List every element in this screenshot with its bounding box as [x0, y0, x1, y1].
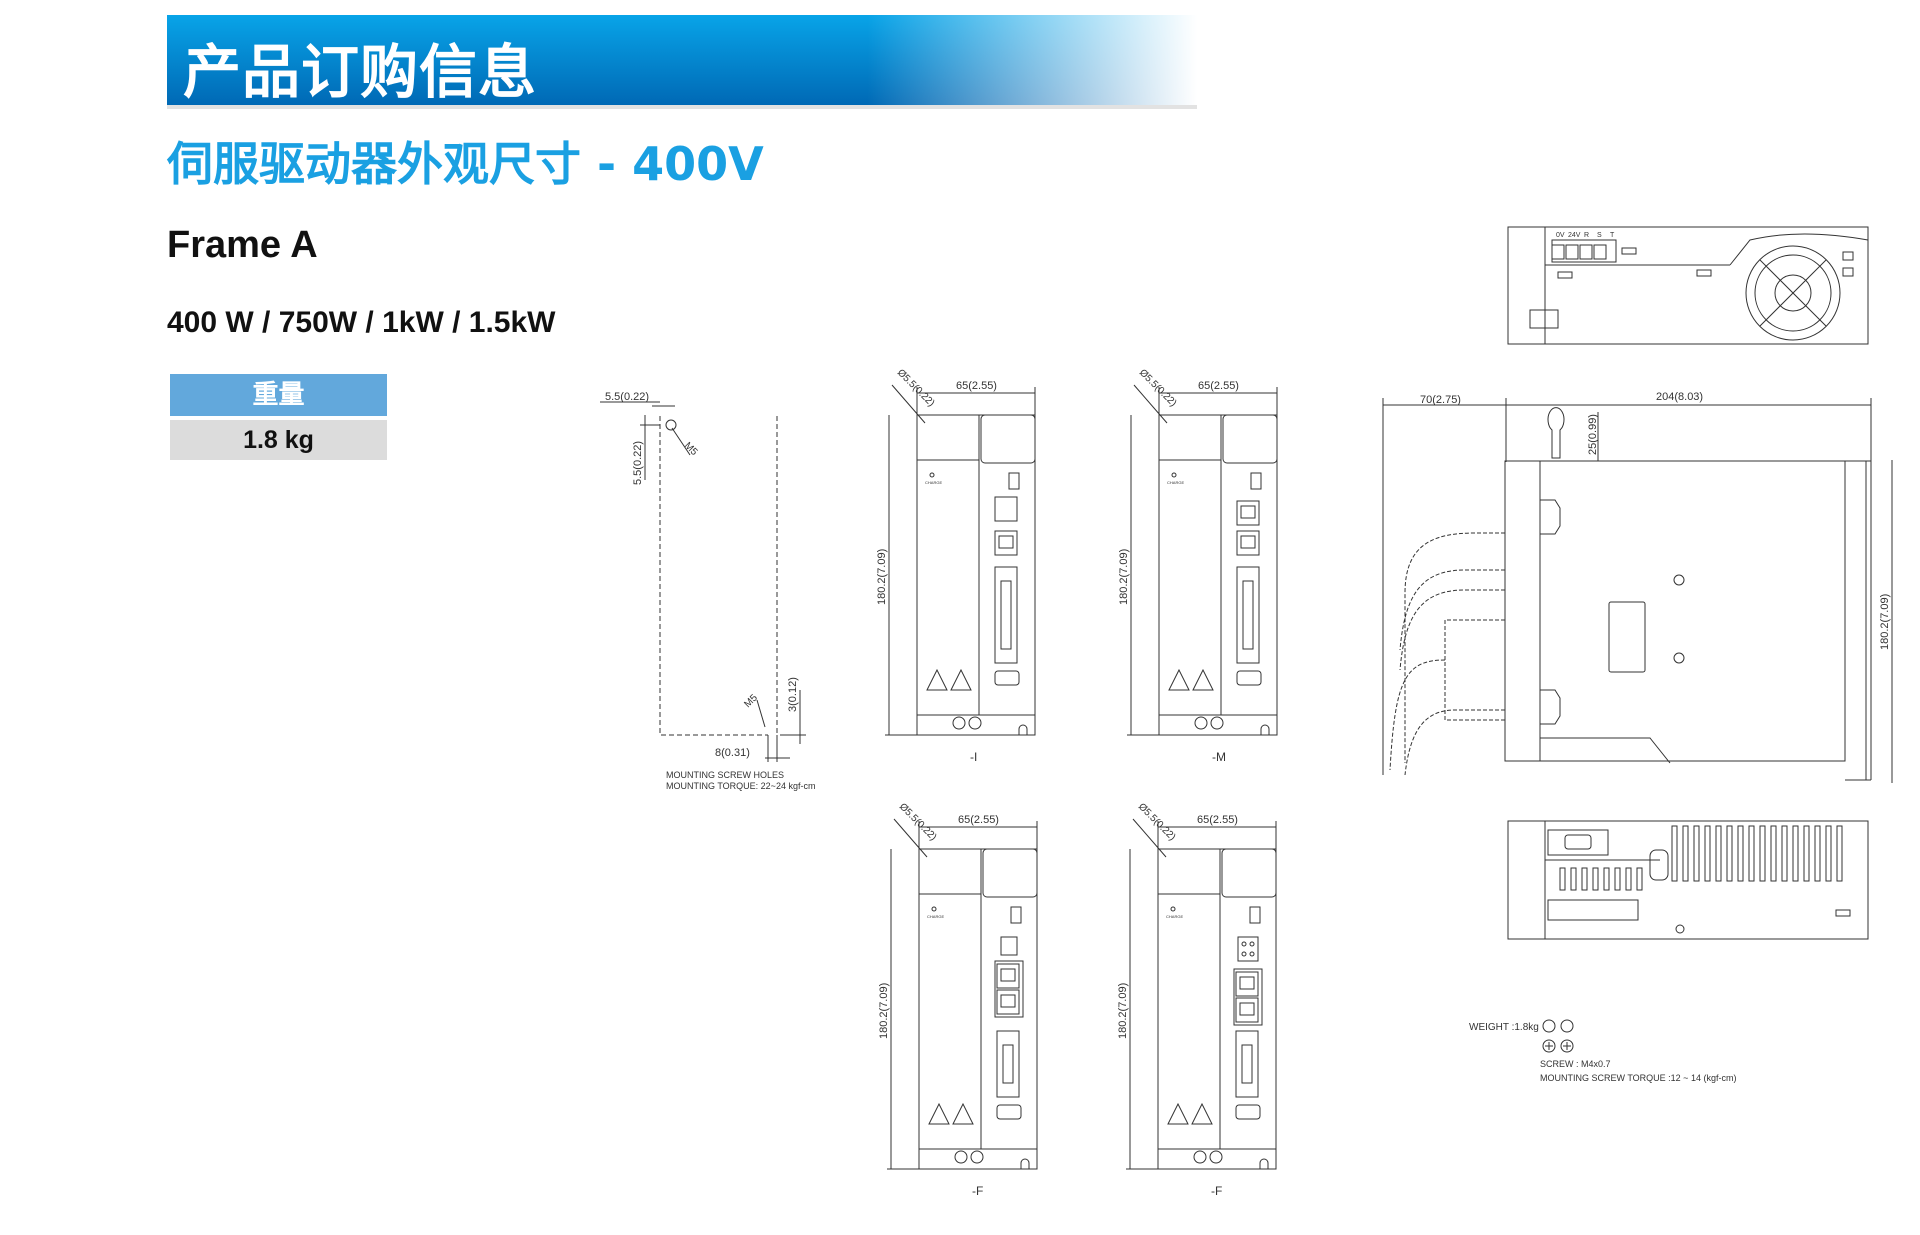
mount-dim-top: 5.5(0.22)	[605, 391, 649, 403]
mount-dim-bottom: 8(0.31)	[715, 747, 750, 759]
weight-table: 重量 1.8 kg	[170, 374, 387, 460]
charge-led-label: CHARGE	[925, 480, 942, 485]
section-subtitle: 伺服驱动器外观尺寸 - 400V	[167, 137, 764, 191]
terminal-label-0v: 0V	[1556, 232, 1565, 239]
mount-dim-left: 5.5(0.22)	[632, 441, 644, 485]
bottom-view	[1507, 820, 1869, 940]
note-torque: MOUNTING SCREW TORQUE :12 ~ 14 (kgf-cm)	[1540, 1073, 1736, 1083]
side-dim-top-clear: 25(0.99)	[1587, 414, 1599, 455]
weight-notes: WEIGHT :1.8kg SCREW : M4x0.7 MOUNTING SC…	[1469, 1019, 1736, 1083]
model-suffix-label: -M	[1212, 750, 1226, 764]
mount-dim-right: 3(0.12)	[787, 677, 799, 712]
height-dimension: 180.2(7.09)	[1117, 983, 1129, 1039]
frame-name: Frame A	[167, 224, 318, 266]
hole-dimension: Ø5.5(0.22)	[895, 367, 937, 409]
width-dimension: 65(2.55)	[1197, 814, 1238, 826]
mount-note-holes: MOUNTING SCREW HOLES	[666, 770, 784, 780]
note-weight: WEIGHT :1.8kg	[1469, 1022, 1539, 1033]
front-view-1: 65(2.55) 180.2(7.09) Ø5.5(0.22) CHARGE -I	[876, 367, 1036, 764]
side-dim-depth-ext: 70(2.75)	[1420, 394, 1461, 406]
terminal-label-s: S	[1597, 232, 1602, 239]
charge-led-label: CHARGE	[1167, 480, 1184, 485]
mounting-hole-diagram: 5.5(0.22) 5.5(0.22) M5 M5 3(0.12) 8(0.31…	[600, 391, 815, 791]
mount-screw-top: M5	[682, 440, 700, 458]
page-title: 产品订购信息	[183, 38, 538, 106]
side-dim-height: 180.2(7.09)	[1879, 594, 1891, 650]
terminal-label-24v: 24V	[1568, 232, 1581, 239]
front-views: 65(2.55)180.2(7.09)Ø5.5(0.22)CHARGE-I65(…	[876, 367, 1278, 1198]
side-dim-depth: 204(8.03)	[1656, 391, 1703, 403]
front-view-2: 65(2.55) 180.2(7.09) Ø5.5(0.22) CHARGE -M	[1118, 367, 1278, 764]
front-view-4: 65(2.55) 180.2(7.09) Ø5.5(0.22) CHARGE -F	[1117, 801, 1277, 1198]
top-view: 0V 24V R S T	[1507, 226, 1869, 345]
model-suffix-label: -F	[972, 1184, 983, 1198]
model-suffix-label: -I	[970, 750, 977, 764]
height-dimension: 180.2(7.09)	[1118, 549, 1130, 605]
hole-dimension: Ø5.5(0.22)	[1137, 367, 1179, 409]
terminal-label-t: T	[1610, 232, 1615, 239]
charge-led-label: CHARGE	[1166, 914, 1183, 919]
width-dimension: 65(2.55)	[1198, 380, 1239, 392]
terminal-label-r: R	[1584, 232, 1589, 239]
mount-screw-bottom: M5	[742, 692, 760, 710]
charge-led-label: CHARGE	[927, 914, 944, 919]
width-dimension: 65(2.55)	[956, 380, 997, 392]
power-ratings: 400 W / 750W / 1kW / 1.5kW	[167, 306, 556, 339]
height-dimension: 180.2(7.09)	[876, 549, 888, 605]
weight-table-header: 重量	[170, 374, 387, 416]
front-view-3: 65(2.55) 180.2(7.09) Ø5.5(0.22) CHARGE -F	[878, 801, 1038, 1198]
page-header-banner: 产品订购信息	[167, 15, 1197, 109]
weight-table-value: 1.8 kg	[170, 420, 387, 460]
side-view: 70(2.75) 204(8.03) 25(0.99) 180.2(7.09)	[1382, 391, 1893, 783]
mount-note-torque: MOUNTING TORQUE: 22~24 kgf-cm	[666, 781, 815, 791]
hole-dimension: Ø5.5(0.22)	[897, 801, 939, 843]
model-suffix-label: -F	[1211, 1184, 1222, 1198]
hole-dimension: Ø5.5(0.22)	[1136, 801, 1178, 843]
width-dimension: 65(2.55)	[958, 814, 999, 826]
note-screw: SCREW : M4x0.7	[1540, 1059, 1611, 1069]
height-dimension: 180.2(7.09)	[878, 983, 890, 1039]
